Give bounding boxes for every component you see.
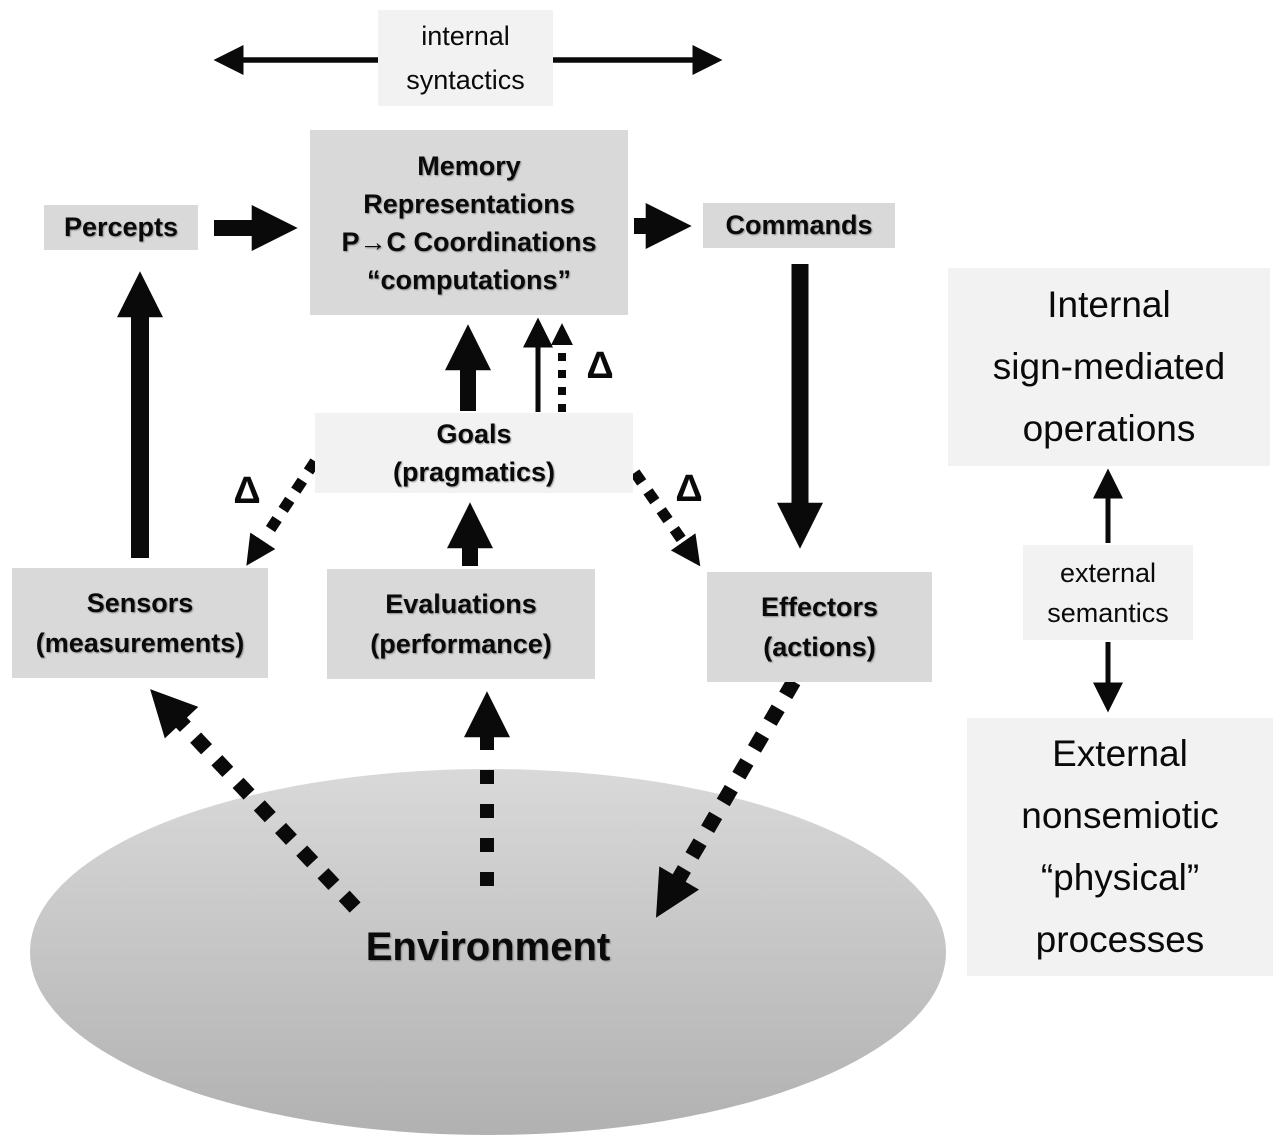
internal-syntactics-box: internal syntactics — [378, 10, 553, 106]
delta-symbol-top: Δ — [586, 344, 614, 387]
environment-ellipse — [30, 769, 946, 1135]
delta-symbol-right: Δ — [675, 467, 703, 510]
arrow-goals-to-sensors-dotted — [246, 458, 320, 566]
external-semantics-box: external semantics — [1023, 545, 1193, 640]
internal-operations-box: Internal sign-mediated operations — [948, 268, 1270, 466]
evaluations-box: Evaluations (performance) — [327, 569, 595, 679]
arrow-goals-to-effectors-dotted — [630, 469, 701, 567]
delta-symbol-left: Δ — [233, 469, 261, 512]
arrow-environment-to-sensors-dashed — [150, 689, 361, 913]
percepts-box: Percepts — [44, 205, 198, 250]
goals-box: Goals (pragmatics) — [315, 413, 633, 493]
memory-representations-box: Memory Representations P→C Coordinations… — [310, 130, 628, 315]
commands-box: Commands — [703, 203, 895, 248]
effectors-box: Effectors (actions) — [707, 572, 932, 682]
external-processes-box: External nonsemiotic “physical” processe… — [967, 718, 1273, 976]
arrow-effectors-to-environment-dashed — [655, 677, 801, 918]
sensors-box: Sensors (measurements) — [12, 568, 268, 678]
environment-label: Environment — [365, 924, 611, 969]
